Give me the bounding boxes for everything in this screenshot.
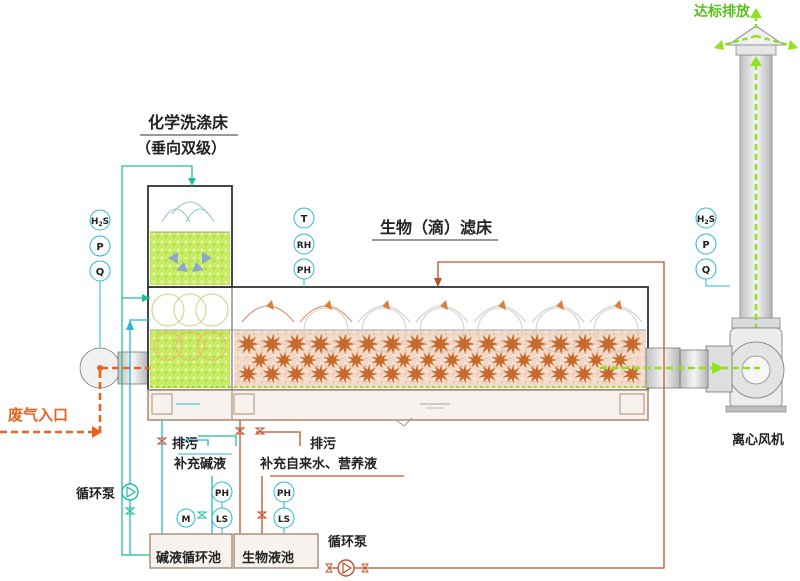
media-star	[262, 364, 282, 384]
instrument-ph-alkali: PH	[215, 489, 229, 499]
media-star	[261, 333, 283, 355]
media-star	[405, 333, 427, 355]
alkali-tank	[149, 533, 233, 569]
instruments-right: H2S P Q	[695, 207, 717, 280]
instruments-left: H2S P Q	[89, 209, 111, 282]
sump-basin	[147, 389, 649, 427]
media-star	[238, 364, 258, 384]
media-star	[323, 351, 341, 369]
media-star	[406, 364, 426, 384]
media-star	[477, 333, 499, 355]
media-star	[525, 333, 547, 355]
media-star	[381, 333, 403, 355]
media-star	[429, 333, 451, 355]
chem-bed-subtitle: （垂向双级）	[136, 139, 226, 157]
instrument-ph-bio: PH	[277, 489, 291, 499]
water-makeup-label: 补充自来水、营养液	[259, 456, 377, 472]
media-star	[478, 364, 498, 384]
instrument-motor: M	[182, 515, 191, 525]
bio-spray-arcs	[241, 300, 643, 353]
media-star	[443, 351, 461, 369]
media-star	[309, 333, 331, 355]
pump-bottom-label: 循环泵	[328, 534, 367, 550]
media-star	[419, 351, 437, 369]
inlet-label: 废气入口	[8, 406, 68, 424]
instruments-middle: T RH PH	[293, 207, 315, 280]
bio-tank	[233, 533, 319, 569]
instrument-q: Q	[96, 267, 105, 278]
instrument-rh: RH	[297, 241, 311, 251]
media-star	[299, 351, 317, 369]
drain-label-1: 排污	[172, 436, 198, 452]
pump-left-label: 循环泵	[76, 486, 115, 502]
media-star	[333, 333, 355, 355]
chemical-scrubber-upper	[147, 185, 233, 288]
media-star	[310, 364, 330, 384]
media-star	[357, 333, 379, 355]
chemical-scrubber-lower-sprays	[151, 293, 229, 361]
media-star	[550, 364, 570, 384]
drain-label-2: 排污	[310, 436, 336, 452]
centrifugal-blower	[679, 327, 787, 413]
media-star	[573, 333, 595, 355]
media-star	[563, 351, 581, 369]
media-star	[539, 351, 557, 369]
instrument-q-right: Q	[702, 265, 711, 276]
instrument-p: P	[96, 242, 103, 253]
media-star	[395, 351, 413, 369]
media-star	[237, 333, 259, 355]
media-star	[251, 351, 269, 369]
media-star	[371, 351, 389, 369]
blower-label: 离心风机	[732, 432, 784, 448]
exhaust-stack	[714, 8, 798, 330]
media-star	[574, 364, 594, 384]
instrument-t: T	[301, 214, 308, 225]
piping	[0, 165, 760, 573]
media-star	[358, 364, 378, 384]
media-star	[502, 364, 522, 384]
media-star	[467, 351, 485, 369]
media-star	[526, 364, 546, 384]
media-star	[430, 364, 450, 384]
media-star	[621, 333, 643, 355]
pump-bottom	[337, 559, 355, 577]
instrument-h2s-right: H2S	[697, 215, 715, 226]
media-star	[382, 364, 402, 384]
pump-left	[121, 483, 139, 501]
media-star	[275, 351, 293, 369]
media-star	[515, 351, 533, 369]
media-star	[597, 333, 619, 355]
media-star	[285, 333, 307, 355]
media-star	[491, 351, 509, 369]
instrument-ls-bio: LS	[278, 515, 290, 525]
instrument-ph: PH	[297, 266, 311, 276]
instruments-bio: PH LS	[273, 481, 295, 529]
media-star	[286, 364, 306, 384]
media-star	[334, 364, 354, 384]
bio-tank-label: 生物液池	[242, 550, 294, 566]
media-star	[587, 351, 605, 369]
instruments-alkali: PH LS M	[176, 481, 233, 529]
discharge-label: 达标排放	[694, 3, 751, 20]
media-star	[549, 333, 571, 355]
alkali-tank-label: 碱液循环池	[156, 550, 221, 566]
instrument-h2s: H2S	[91, 217, 109, 228]
media-star	[453, 333, 475, 355]
bio-bed-title: 生物（滴）滤床	[380, 218, 493, 237]
chem-bed-title: 化学洗涤床	[148, 113, 229, 132]
instrument-p-right: P	[702, 240, 709, 251]
media-star	[454, 364, 474, 384]
media-star	[501, 333, 523, 355]
instrument-ls-alkali: LS	[216, 515, 228, 525]
alkali-makeup-label: 补充碱液	[173, 456, 226, 472]
media-star	[611, 351, 629, 369]
media-star	[347, 351, 365, 369]
